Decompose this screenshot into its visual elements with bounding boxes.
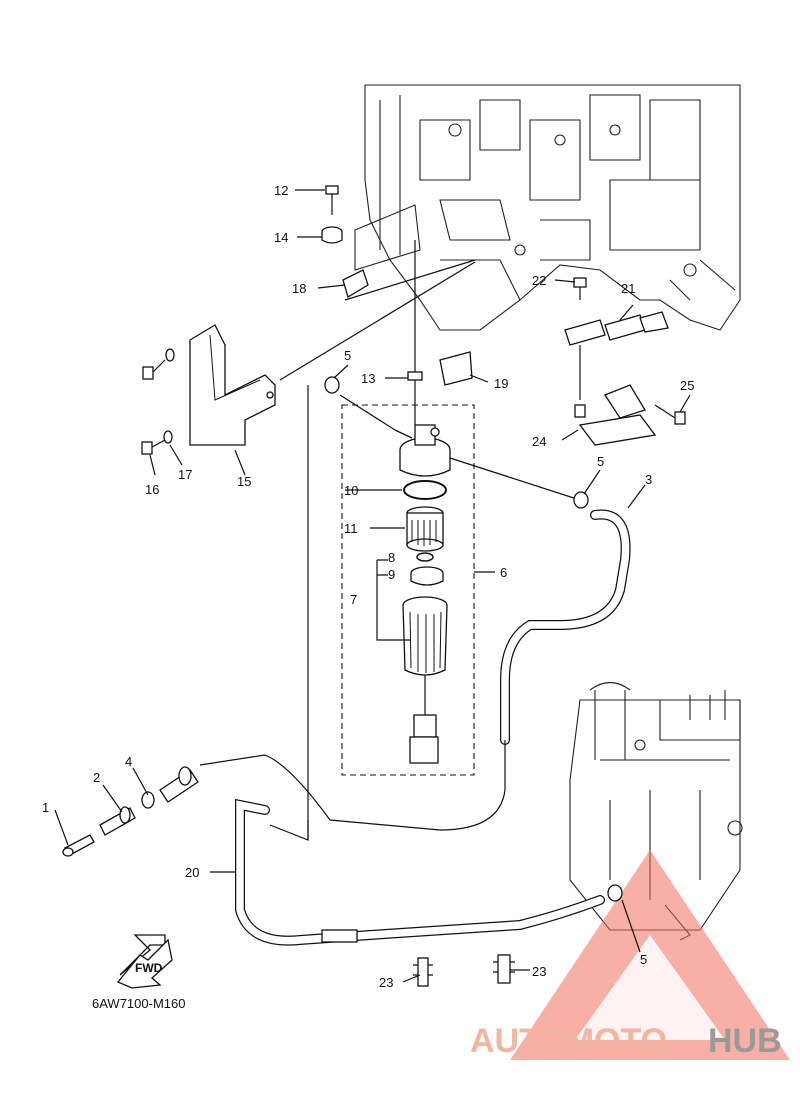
callout-15: 15 xyxy=(237,474,251,489)
screw-25 xyxy=(654,404,686,425)
clip-18 xyxy=(342,269,369,298)
callout-17: 17 xyxy=(178,467,192,482)
o-ring-10 xyxy=(403,480,447,500)
watermark-text-hub: HUB xyxy=(708,1022,782,1060)
fwd-label: FWD xyxy=(135,961,163,975)
grommet-14 xyxy=(321,226,343,244)
callout-18: 18 xyxy=(292,281,306,296)
clip-23-left xyxy=(413,957,433,987)
callout-21: 21 xyxy=(621,281,635,296)
callout-23-right: 23 xyxy=(532,964,546,979)
callout-10: 10 xyxy=(344,483,358,498)
bolt-12 xyxy=(325,185,339,215)
callout-13: 13 xyxy=(361,371,375,386)
bracket-24 xyxy=(574,384,657,446)
callout-22: 22 xyxy=(532,273,546,288)
fuel-line xyxy=(199,740,506,831)
callout-9: 9 xyxy=(388,567,395,582)
filter-head xyxy=(394,424,581,501)
watermark-text-auto: AUTOMOTO xyxy=(470,1022,667,1060)
callout-5-lower: 5 xyxy=(640,952,647,967)
callout-8: 8 xyxy=(388,550,395,565)
callout-19: 19 xyxy=(494,376,508,391)
callout-6: 6 xyxy=(500,565,507,580)
float-9 xyxy=(410,566,444,586)
callout-4: 4 xyxy=(125,754,132,769)
clamp-5-upper xyxy=(324,376,340,394)
engine-block-illustration xyxy=(354,84,741,331)
clamp-5-middle xyxy=(573,491,589,509)
callout-7: 7 xyxy=(350,592,357,607)
fuel-filter-assembly-box xyxy=(341,404,475,776)
callout-25: 25 xyxy=(680,378,694,393)
callout-5-upper: 5 xyxy=(344,348,351,363)
bolt-16 xyxy=(141,430,173,455)
bolt-upper-left xyxy=(142,348,175,380)
fwd-arrow: FWD xyxy=(116,934,173,989)
bolt-13 xyxy=(407,371,423,425)
callout-11: 11 xyxy=(344,521,358,536)
callout-16: 16 xyxy=(145,482,159,497)
callout-14: 14 xyxy=(274,230,288,245)
bolt-22 xyxy=(573,277,587,300)
callout-23-left: 23 xyxy=(379,975,393,990)
leader-20-joint xyxy=(269,820,309,841)
callout-12: 12 xyxy=(274,183,288,198)
clip-23-right xyxy=(493,954,515,984)
watermark-logo: AUTOMOTO HUB xyxy=(470,1022,782,1060)
filter-cup-7 xyxy=(402,596,448,764)
callout-20: 20 xyxy=(185,865,199,880)
callout-5-middle: 5 xyxy=(597,454,604,469)
clamp-5-lower xyxy=(607,884,623,902)
callout-1: 1 xyxy=(42,800,49,815)
clamp-19 xyxy=(439,351,473,386)
callout-3: 3 xyxy=(645,472,652,487)
callout-bracket-8-9 xyxy=(377,559,388,576)
callout-bracket-7 xyxy=(376,560,410,641)
fuel-hose-3 xyxy=(500,509,631,745)
leader-lines xyxy=(54,189,691,983)
watermark-triangle xyxy=(510,850,790,1060)
fuel-hose-20 xyxy=(235,798,605,946)
ring-8 xyxy=(416,552,434,562)
leader-5-upper xyxy=(339,394,396,431)
filter-element-11 xyxy=(406,506,444,552)
connector-assembly xyxy=(62,766,199,857)
bracket-15 xyxy=(189,324,276,446)
callout-labels: 1 2 3 4 5 5 5 6 7 8 9 10 11 12 13 14 15 … xyxy=(42,183,694,990)
diagram-code: 6AW7100-M160 xyxy=(92,996,185,1011)
callout-24: 24 xyxy=(532,434,546,449)
bracket-21 xyxy=(564,311,669,346)
callout-2: 2 xyxy=(93,770,100,785)
